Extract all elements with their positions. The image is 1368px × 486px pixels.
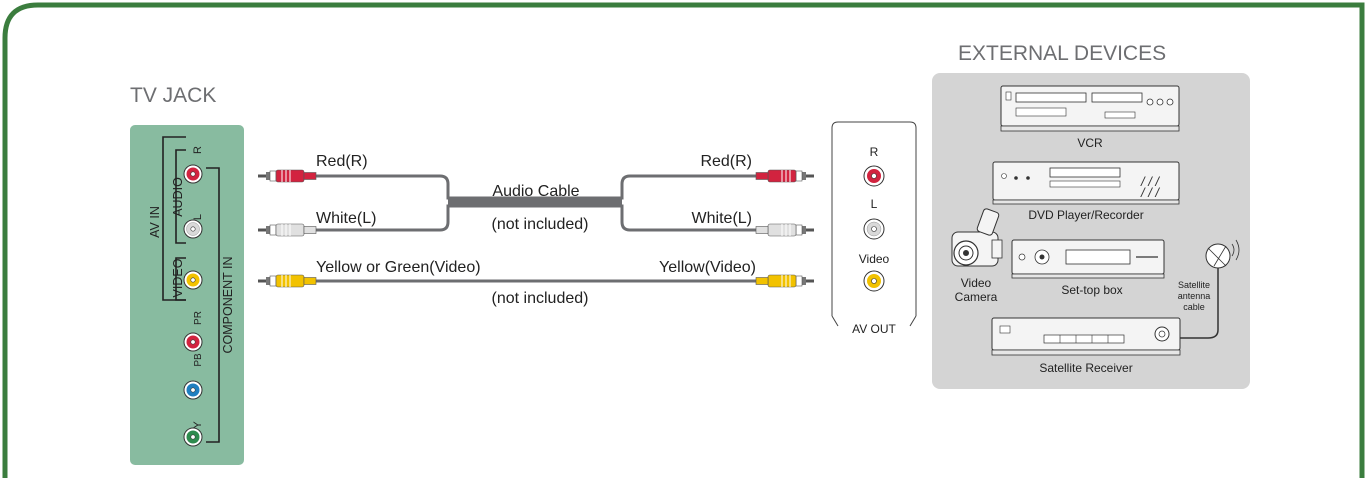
sat-cable-label-3: cable xyxy=(1183,302,1205,312)
av-out-jack-video xyxy=(863,270,885,292)
audio-cable-red xyxy=(316,174,756,200)
jack-pr-label: PR xyxy=(193,311,204,325)
satellite-receiver-label: Satellite Receiver xyxy=(1039,361,1132,375)
tv-jack-l xyxy=(183,219,203,239)
sat-cable-label-1: Satellite xyxy=(1178,280,1210,290)
av-out-label: AV OUT xyxy=(852,322,896,336)
component-in-bracket xyxy=(206,167,220,443)
satellite-dish-icon xyxy=(1205,239,1240,269)
video-not-included-label: (not included) xyxy=(492,290,589,307)
tv-jack-video xyxy=(183,270,203,290)
frame-border xyxy=(2,2,1365,478)
video-camera-label-2: Camera xyxy=(955,290,998,304)
av-out-l-label: L xyxy=(871,197,878,211)
plug-left-white xyxy=(257,223,317,237)
av-out-bracket xyxy=(831,121,917,316)
vcr-label: VCR xyxy=(1077,136,1103,150)
svg-text:/ / /: / / / xyxy=(1140,185,1160,200)
audio-cable-white xyxy=(316,204,756,232)
right-red-label: Red(R) xyxy=(700,153,752,170)
jack-pb-label: PB xyxy=(193,353,204,367)
right-white-label: White(L) xyxy=(692,210,752,227)
jack-l-label: L xyxy=(192,214,204,220)
av-in-label: AV IN xyxy=(148,206,162,238)
jack-r-label: R xyxy=(192,146,204,154)
sat-cable-label-2: antenna xyxy=(1178,291,1211,301)
tv-jack-y xyxy=(183,427,203,447)
plug-right-yellow xyxy=(755,274,815,288)
video-camera-icon xyxy=(951,208,1003,267)
audio-not-included-label: (not included) xyxy=(492,216,589,233)
plug-left-yellow xyxy=(257,274,317,288)
right-yellow-label: Yellow(Video) xyxy=(659,259,756,276)
av-out-bracket-left-tick xyxy=(831,315,839,327)
av-out-video-label: Video xyxy=(859,252,890,266)
jack-y-label: Y xyxy=(192,421,204,429)
left-white-label: White(L) xyxy=(316,210,376,227)
tv-jack-pb xyxy=(183,380,203,400)
av-out-jack-r xyxy=(863,165,885,187)
satellite-antenna-cable xyxy=(1180,268,1219,339)
video-group-label: VIDEO xyxy=(171,258,185,297)
audio-label: AUDIO xyxy=(171,177,185,217)
svg-text:/ / /: / / / xyxy=(1140,174,1160,189)
satellite-receiver-icon xyxy=(991,317,1181,356)
left-yellow-label: Yellow or Green(Video) xyxy=(316,259,481,276)
set-top-box-icon xyxy=(1011,239,1165,279)
vcr-icon xyxy=(1000,85,1180,132)
av-out-bracket-right-tick xyxy=(909,315,917,327)
external-devices-title: EXTERNAL DEVICES xyxy=(958,42,1166,65)
video-camera-label-1: Video xyxy=(961,276,992,290)
external-devices-panel xyxy=(932,73,1250,389)
dvd-player-icon: / / / / / / xyxy=(992,161,1180,205)
tv-jack-title: TV JACK xyxy=(130,84,216,107)
audio-bracket xyxy=(175,149,186,244)
dvd-label: DVD Player/Recorder xyxy=(1028,208,1143,222)
plug-left-red xyxy=(257,169,317,183)
set-top-box-label: Set-top box xyxy=(1061,283,1122,297)
plug-right-white xyxy=(755,223,815,237)
av-in-bracket xyxy=(162,136,186,301)
video-bracket xyxy=(175,257,186,301)
tv-jack-panel xyxy=(130,125,244,465)
left-red-label: Red(R) xyxy=(316,153,368,170)
tv-jack-r xyxy=(183,164,203,184)
tv-jack-pr xyxy=(183,332,203,352)
av-out-r-label: R xyxy=(870,145,879,159)
audio-cable-label: Audio Cable xyxy=(492,183,579,200)
av-out-jack-l xyxy=(863,218,885,240)
component-in-label: COMPONENT IN xyxy=(221,257,235,354)
plug-right-red xyxy=(755,169,815,183)
